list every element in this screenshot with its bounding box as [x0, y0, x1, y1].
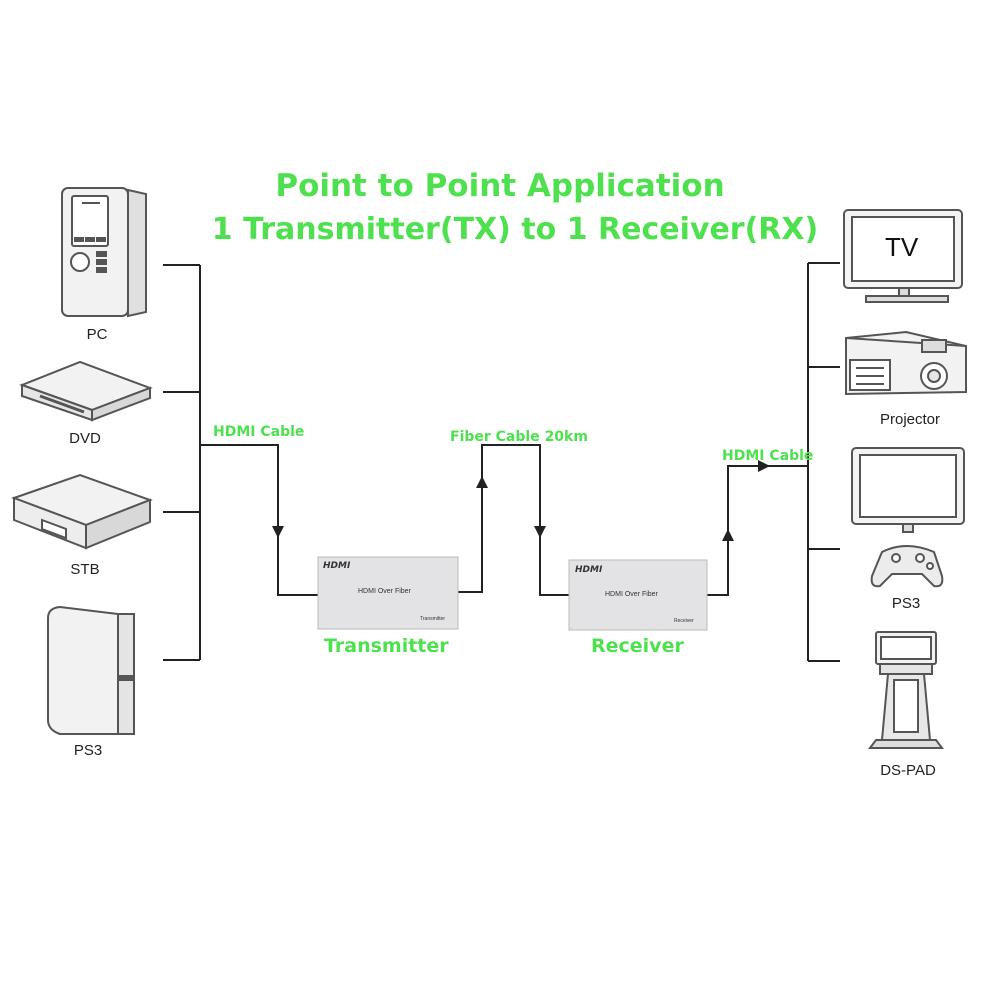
receiver-box — [568, 559, 708, 631]
transmitter-tag-text: Transmitter — [420, 616, 446, 622]
ds-pad-icon — [868, 631, 944, 749]
receiver-hdmi-logo: HDMI — [575, 565, 603, 575]
arrow-down-hdmi-in — [272, 526, 284, 538]
receiver-label: Receiver — [591, 635, 684, 657]
diagram-subtitle: 1 Transmitter(TX) to 1 Receiver(RX) — [211, 212, 819, 247]
display-label-ps3: PS3 — [891, 595, 921, 612]
receiver-tag-text: Receiver — [674, 618, 694, 624]
receiver-model-text: HDMI Over Fiber — [605, 591, 658, 598]
tv-screen-text: TV — [885, 232, 919, 262]
transmitter-hdmi-logo: HDMI — [323, 561, 351, 571]
ps3-console-icon — [47, 605, 135, 735]
source-label-dvd: DVD — [69, 430, 101, 447]
source-label-ps3: PS3 — [73, 742, 103, 759]
ps3-display-icon — [851, 447, 965, 533]
hdmi-cable-out-label: HDMI Cable — [722, 448, 814, 464]
source-bus — [163, 264, 318, 661]
display-label-projector: Projector — [879, 411, 941, 428]
dvd-player-icon — [19, 360, 153, 422]
tv-icon — [843, 209, 963, 303]
transmitter-label: Transmitter — [324, 635, 449, 657]
arrow-up-fiber — [476, 476, 488, 488]
transmitter-model-text: HDMI Over Fiber — [358, 588, 411, 595]
diagram-title: Point to Point Application — [275, 168, 725, 204]
gamepad-icon — [870, 545, 944, 588]
display-label-ds-pad: DS-PAD — [880, 762, 936, 779]
source-label-pc: PC — [86, 326, 108, 343]
hdmi-cable-in-label: HDMI Cable — [213, 424, 305, 440]
fiber-cable-label: Fiber Cable 20km — [450, 429, 588, 445]
arrow-down-fiber — [534, 526, 546, 538]
fiber-cable-line — [458, 444, 570, 596]
arrow-right-hdmi-out — [758, 460, 770, 472]
transmitter-box — [317, 556, 459, 630]
projector-icon — [845, 330, 967, 396]
source-label-stb: STB — [70, 561, 100, 578]
pc-tower-icon — [61, 187, 147, 318]
stb-icon — [11, 473, 153, 550]
arrow-up-hdmi-out — [722, 529, 734, 541]
